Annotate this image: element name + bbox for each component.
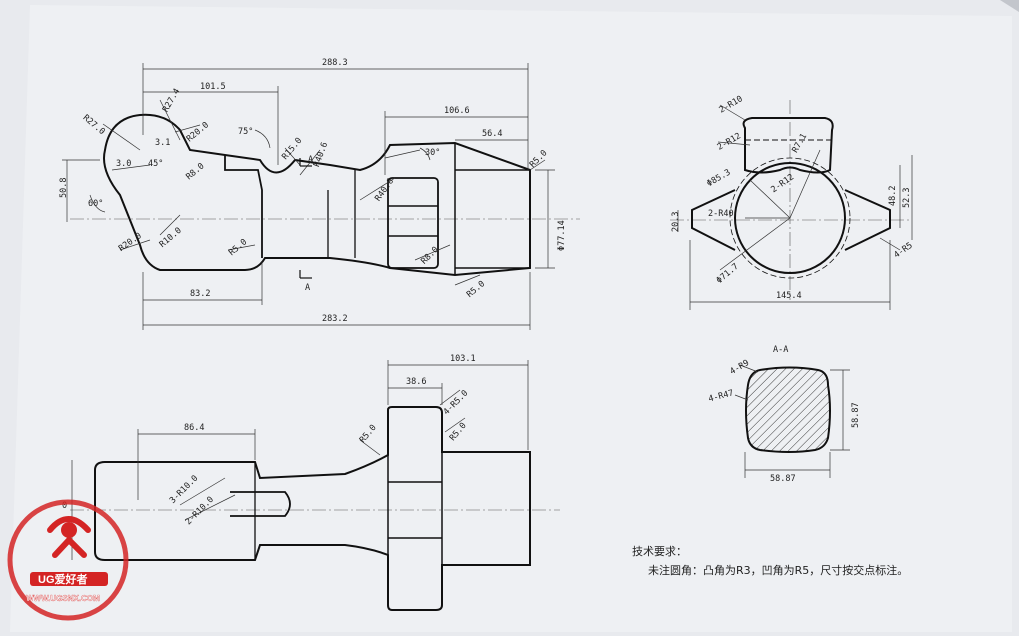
section-mark-a-bottom: A (305, 283, 310, 293)
dim-38-6: 38.6 (406, 377, 426, 387)
dim-60deg: 60° (88, 199, 103, 209)
dim-30deg: 30° (425, 148, 440, 158)
dim-2-r40: 2-R40 (708, 209, 734, 219)
dim-145-4: 145.4 (776, 291, 802, 301)
dim-83-2: 83.2 (190, 289, 210, 299)
top-view (70, 360, 560, 611)
dim-45deg: 45° (148, 159, 163, 169)
ug-logo (7, 499, 129, 621)
dim-zero: 0 (62, 501, 67, 511)
section-mark-a-top: A (308, 155, 313, 165)
dim-3-1: 3.1 (155, 138, 170, 148)
dim-101-5: 101.5 (200, 82, 226, 92)
dim-50-8: 50.8 (59, 178, 69, 198)
dim-48-2: 48.2 (888, 186, 898, 206)
technical-requirements: 技术要求： 未注圆角：凸角为R3，凹角为R5，尺寸按交点标注。 (632, 545, 908, 577)
front-view (62, 63, 580, 330)
side-view (670, 100, 913, 310)
notes-title: 技术要求： (632, 545, 687, 558)
section-view (734, 364, 850, 478)
dim-phi-77-14: Φ77.14 (557, 220, 567, 251)
dim-86-4: 86.4 (184, 423, 204, 433)
section-title: A-A (773, 345, 788, 355)
dim-288-3: 288.3 (322, 58, 348, 68)
dim-106-6: 106.6 (444, 106, 470, 116)
dim-52-3: 52.3 (902, 188, 912, 208)
watermark-url: WWW.UGSNX.COM (26, 594, 100, 603)
dim-283-2: 283.2 (322, 314, 348, 324)
dim-3-0: 3.0 (116, 159, 131, 169)
dim-75deg: 75° (238, 127, 253, 137)
watermark-brand: UG爱好者 (38, 572, 88, 586)
dim-58-87-h: 58.87 (851, 402, 861, 428)
dim-56-4: 56.4 (482, 129, 502, 139)
dim-20-3: 20.3 (671, 212, 681, 232)
figure-icon (47, 516, 91, 533)
notes-line1: 未注圆角：凸角为R3，凹角为R5，尺寸按交点标注。 (648, 563, 908, 577)
dim-58-87-w: 58.87 (770, 474, 796, 484)
dim-103-1: 103.1 (450, 354, 476, 364)
